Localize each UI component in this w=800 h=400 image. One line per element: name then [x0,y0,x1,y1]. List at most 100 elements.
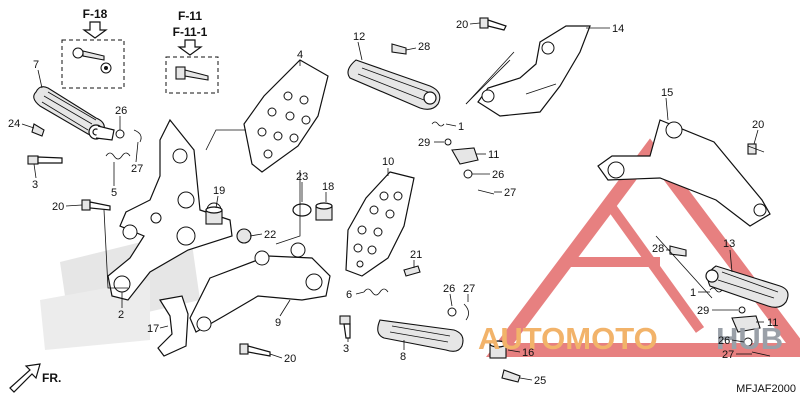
callout-6: 6 [346,289,352,301]
callout-28: 28 [652,243,664,255]
part-ball-29a [444,138,452,146]
callout-29: 29 [418,137,430,149]
part-footpeg-12 [347,59,441,110]
part-bracket-14 [477,25,591,117]
callout-25: 25 [534,375,546,387]
part-washer-23 [292,203,312,217]
ref-box-outline-f18 [61,39,125,89]
part-footpeg-13 [705,265,789,308]
part-pin-3a [27,155,63,165]
callout-20: 20 [752,119,764,131]
callout-9: 9 [275,317,281,329]
callout-11: 11 [767,317,778,329]
ref-arrow-f11 [177,39,203,56]
callout-27: 27 [722,349,734,361]
part-washer-26a [115,129,125,139]
part-plate-11b [731,315,761,333]
part-clip-27d [751,351,771,357]
callout-27: 27 [504,187,516,199]
bolt-icon [184,69,209,81]
ref-label-f11: F-11 [178,9,202,23]
callout-23: 23 [296,171,308,183]
ref-label-f18: F-18 [83,7,108,21]
part-rubber-24 [31,123,45,137]
callout-26: 26 [492,169,504,181]
part-spring-5 [105,152,131,160]
callout-19: 19 [213,185,225,197]
watermark-text-part1: AUTOMOTO [478,321,658,356]
callout-1: 1 [690,287,696,299]
ref-box-f18: F-18 [61,7,125,89]
part-plate-17 [157,295,189,357]
callout-12: 12 [353,31,365,43]
callout-16: 16 [522,347,534,359]
watermark-triangle [486,138,800,357]
part-heelplate-10 [345,171,415,277]
bolt-icon [82,50,105,61]
callout-1: 1 [458,121,464,133]
callout-7: 7 [33,59,39,71]
callout-2: 2 [118,309,124,321]
part-bolt-25 [501,369,521,383]
ref-label-f111: F-11-1 [173,25,208,39]
callout-15: 15 [661,87,673,99]
callout-3: 3 [343,343,349,355]
callout-20: 20 [284,353,296,365]
part-ball-29b [738,306,746,314]
callout-21: 21 [410,249,422,261]
callout-20: 20 [456,19,468,31]
part-collar-22 [236,228,252,244]
watermark-text-part2: HUB [716,321,783,356]
part-bolt-21 [403,265,421,277]
callout-29: 29 [697,305,709,317]
part-spring-6 [363,288,389,296]
callout-17: 17 [147,323,159,335]
callout-5: 5 [111,187,117,199]
ref-box-outline-f11 [165,56,219,94]
callout-28: 28 [418,41,430,53]
watermark-text: AUTOMOTO HUB [478,321,783,356]
ref-box-f11: F-11 F-11-1 [165,9,219,94]
part-washer-26c [463,169,473,179]
part-collar-16 [489,340,507,359]
callout-20: 20 [52,201,64,213]
callout-18: 18 [322,181,334,193]
callout-27: 27 [131,163,143,175]
part-pin-28a [391,43,407,55]
part-collar-18 [315,202,333,221]
callout-26: 26 [718,335,730,347]
part-clip-27b [463,303,469,321]
callout-27: 27 [463,283,475,295]
group-leaders [103,51,713,299]
part-bracket-9 [189,242,331,333]
part-footpeg-8 [377,319,464,352]
part-bolt-20a [81,199,111,211]
part-washer-26b [447,307,457,317]
ref-arrow-f18 [82,21,108,39]
washer-icon [72,47,84,59]
callout-11: 11 [488,149,499,161]
washer-center-icon [104,66,108,70]
part-heelplate-4 [243,59,329,173]
part-bolt-20b [239,343,271,357]
callout-4: 4 [297,49,303,61]
part-footpeg-7 [33,86,115,141]
callout-14: 14 [612,23,624,35]
diagram-code: MFJAF2000 [736,383,796,395]
callout-13: 13 [723,238,735,250]
part-bolt-20c [479,17,507,31]
callout-8: 8 [400,351,406,363]
part-spring-1a [431,121,445,127]
bolt-head-icon [175,66,186,80]
callout-10: 10 [382,156,394,168]
callout-3: 3 [32,179,38,191]
part-bolt-20d [747,143,765,155]
part-bushing-19 [205,206,223,225]
callout-26: 26 [115,105,127,117]
front-direction-label: FR. [42,371,61,385]
callouts: 7 24 3 26 27 5 20 19 22 2 17 4 23 18 9 2… [8,19,778,387]
callout-26: 26 [443,283,455,295]
part-clip-27c [477,189,495,195]
